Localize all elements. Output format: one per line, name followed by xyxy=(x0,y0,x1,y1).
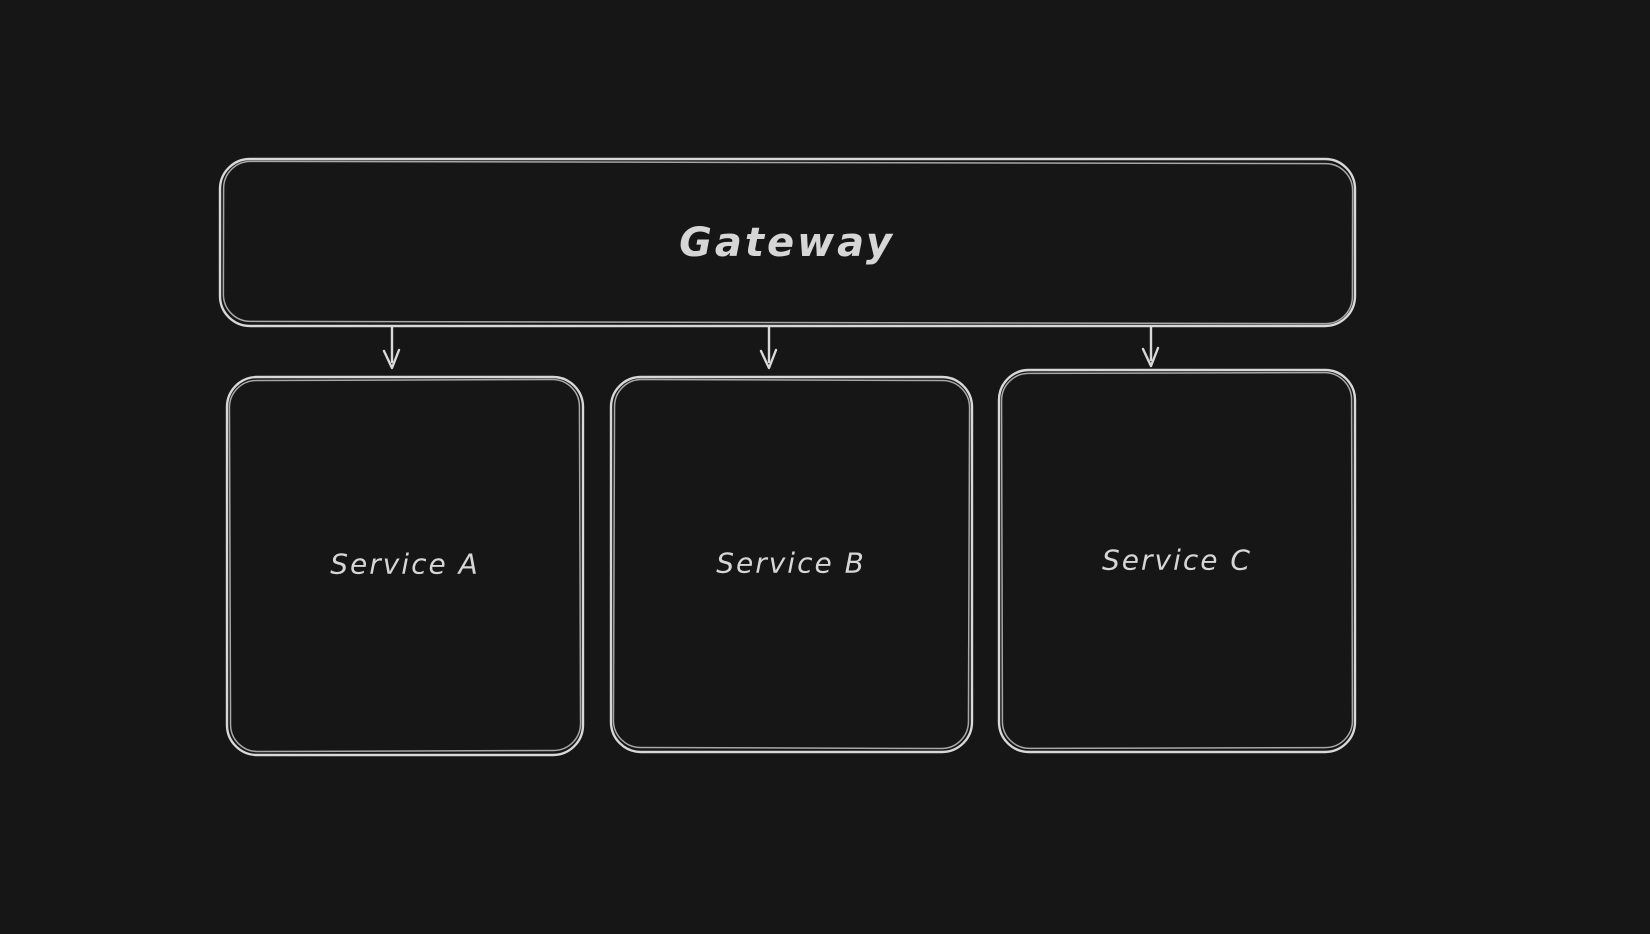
edge-gateway-service-a[interactable] xyxy=(382,325,401,370)
service-b-box-outline-inner xyxy=(612,378,971,750)
node-gateway[interactable]: Gateway xyxy=(218,157,1357,328)
service-c-box-outline-inner xyxy=(1000,371,1354,750)
service-a-box-outline-inner xyxy=(228,378,582,753)
node-service-a[interactable]: Service A xyxy=(225,375,585,757)
service-a-label: Service A xyxy=(330,548,480,581)
arrow-head xyxy=(1141,346,1160,368)
gateway-box-outline-inner xyxy=(222,160,1354,325)
service-c-box-outline xyxy=(997,368,1357,754)
gateway-box-outline xyxy=(218,157,1357,328)
gateway-label: Gateway xyxy=(679,220,895,266)
service-b-box-outline xyxy=(609,375,974,754)
edge-gateway-service-b[interactable] xyxy=(759,325,778,370)
service-a-box-outline xyxy=(225,375,585,757)
node-service-b[interactable]: Service B xyxy=(609,375,974,754)
service-b-label: Service B xyxy=(716,547,866,580)
node-service-c[interactable]: Service C xyxy=(997,368,1357,754)
edge-gateway-service-c[interactable] xyxy=(1141,325,1160,368)
service-c-label: Service C xyxy=(1102,544,1252,577)
arrow-head xyxy=(382,348,401,370)
arrow-head xyxy=(759,348,778,370)
